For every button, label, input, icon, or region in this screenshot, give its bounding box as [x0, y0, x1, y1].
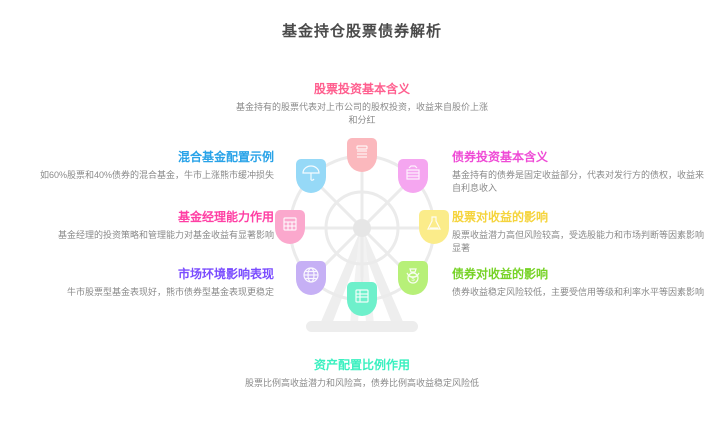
- block-stock-basic-body: 基金持有的股票代表对上市公司的股权投资，收益来自股价上涨和分红: [235, 102, 488, 125]
- cabin-left[interactable]: [275, 210, 305, 244]
- calendar-icon: [283, 217, 297, 231]
- ferris-wheel-svg: $: [275, 138, 449, 332]
- cabin-top[interactable]: [347, 138, 377, 172]
- block-stock-yield-body: 股票收益潜力高但风险较高，受选股能力和市场判断等因素影响显著: [452, 230, 705, 253]
- block-bond-basic-body: 基金持有的债券是固定收益部分，代表对发行方的债权，收益来自利息收入: [452, 170, 705, 193]
- cabin-right-body: [419, 210, 449, 244]
- block-mixed-fund: 混合基金配置示例 如60%股票和40%债券的混合基金，牛市上涨熊市缓冲损失: [14, 150, 274, 182]
- block-market-environment-body: 牛市股票型基金表现好，熊市债券型基金表现更稳定: [66, 287, 274, 297]
- block-manager-ability: 基金经理能力作用 基金经理的投资策略和管理能力对基金收益有显著影响: [14, 210, 274, 242]
- ferris-wheel-diagram: $: [262, 128, 462, 348]
- cabin-lower-right-body: [398, 261, 428, 295]
- block-allocation-ratio: 资产配置比例作用 股票比例高收益潜力和风险高，债券比例高收益稳定风险低: [232, 358, 492, 390]
- svg-text:$: $: [411, 277, 415, 283]
- cabin-bottom-body: [347, 282, 377, 316]
- flask-icon: [427, 216, 441, 230]
- block-bond-yield: 债券对收益的影响 债券收益稳定风险较低，主要受信用等级和利率水平等因素影响: [452, 267, 712, 299]
- cabin-left-body: [275, 210, 305, 244]
- block-stock-basic: 股票投资基本含义 基金持有的股票代表对上市公司的股权投资，收益来自股价上涨和分红: [232, 82, 492, 127]
- block-market-environment-title: 市场环境影响表现: [177, 267, 274, 281]
- umbrella-icon: [302, 165, 320, 181]
- block-bond-yield-title: 债券对收益的影响: [452, 267, 549, 281]
- block-stock-yield-title: 股票对收益的影响: [452, 210, 549, 224]
- block-manager-ability-body: 基金经理的投资策略和管理能力对基金收益有显著影响: [57, 230, 274, 240]
- page-title: 基金持仓股票债券解析: [281, 23, 442, 40]
- factory-icon: [356, 145, 368, 158]
- money-bag-icon: [406, 165, 420, 180]
- block-stock-yield: 股票对收益的影响 股票收益潜力高但风险较高，受选股能力和市场判断等因素影响显著: [452, 210, 712, 255]
- block-stock-basic-title: 股票投资基本含义: [313, 82, 410, 96]
- cabin-upper-right[interactable]: [398, 159, 428, 193]
- cabin-bottom[interactable]: [347, 282, 377, 316]
- cabin-lower-left[interactable]: [296, 261, 326, 295]
- block-bond-basic: 债券投资基本含义 基金持有的债券是固定收益部分，代表对发行方的债权，收益来自利息…: [452, 150, 712, 195]
- block-mixed-fund-body: 如60%股票和40%债券的混合基金，牛市上涨熊市缓冲损失: [39, 170, 274, 180]
- cabin-lower-right[interactable]: $: [398, 261, 428, 295]
- block-bond-yield-body: 债券收益稳定风险较低，主要受信用等级和利率水平等因素影响: [452, 287, 705, 297]
- coin-bag-icon: $: [406, 268, 420, 284]
- cabin-upper-left[interactable]: [296, 159, 326, 193]
- block-bond-basic-title: 债券投资基本含义: [452, 150, 549, 164]
- block-mixed-fund-title: 混合基金配置示例: [177, 150, 274, 164]
- block-allocation-ratio-title: 资产配置比例作用: [313, 358, 410, 372]
- globe-icon: [303, 267, 319, 283]
- cabin-right[interactable]: [419, 210, 449, 244]
- block-manager-ability-title: 基金经理能力作用: [177, 210, 274, 224]
- cabin-top-body: [347, 138, 377, 172]
- block-allocation-ratio-body: 股票比例高收益潜力和风险高，债券比例高收益稳定风险低: [244, 378, 479, 388]
- block-market-environment: 市场环境影响表现 牛市股票型基金表现好，熊市债券型基金表现更稳定: [14, 267, 274, 299]
- wheel-hub: [353, 219, 371, 237]
- chart-icon: [355, 289, 369, 303]
